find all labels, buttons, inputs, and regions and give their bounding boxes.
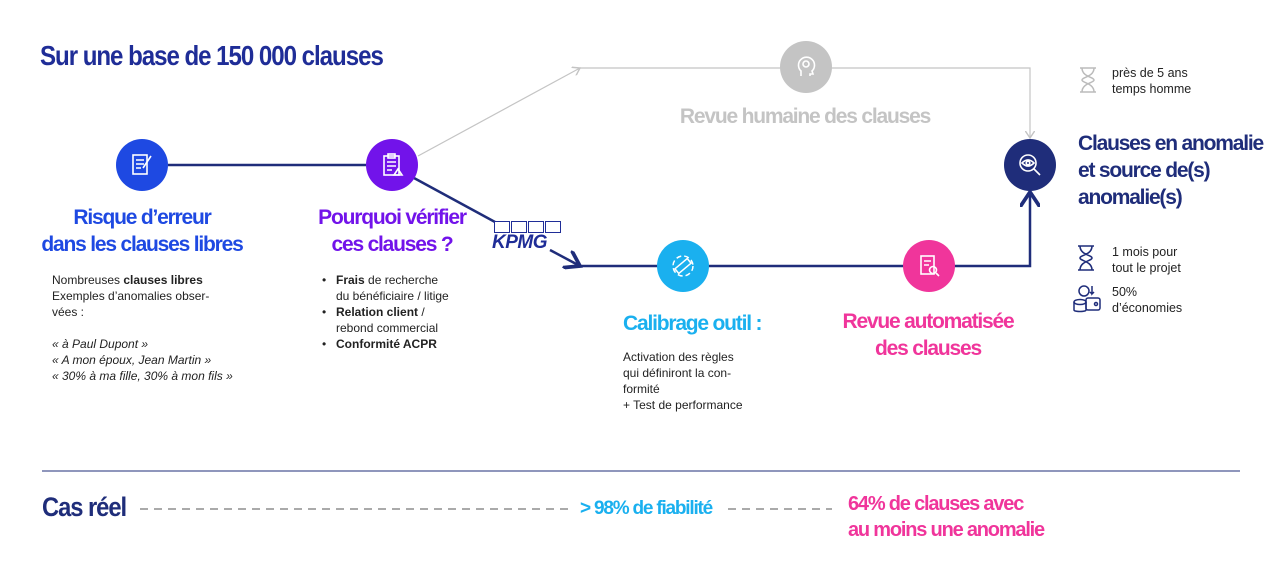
kpmg-logo: KPMG: [492, 232, 548, 253]
bullet-item: Relation client /rebond commercial: [322, 304, 449, 336]
human-review-label: Revue humaine des clauses: [679, 105, 931, 128]
connector-human: [580, 67, 1030, 138]
connector-main: [580, 192, 1030, 268]
bullet-item: Conformité ACPR: [322, 336, 449, 352]
ruler-target-icon: [657, 240, 709, 292]
quote: « 30% à ma fille, 30% à mon fils »: [52, 369, 233, 383]
head-lightbulb-icon: [780, 41, 832, 93]
quote: « A mon époux, Jean Martin »: [52, 353, 212, 367]
stat-savings: 50%d’économies: [1112, 285, 1183, 315]
hourglass-gray-icon: [1078, 66, 1098, 99]
money-savings-icon: [1072, 284, 1102, 319]
kpmg-logo-boxes: [494, 221, 561, 233]
step3-heading: Calibrage outil :: [623, 312, 762, 335]
quote: « à Paul Dupont »: [52, 337, 149, 351]
step1-description: Nombreuses clauses libres Exemples d’ano…: [52, 273, 233, 383]
hourglass-icon: [1076, 244, 1096, 277]
document-search-icon: [903, 240, 955, 292]
eye-magnifier-icon: [1004, 139, 1056, 191]
clipboard-warning-icon: [366, 139, 418, 191]
real-case-label: Cas réel: [42, 492, 127, 522]
document-pen-icon: [116, 139, 168, 191]
page-title: Sur une base de 150 000 clauses: [40, 40, 384, 71]
reliability-stat: > 98% de fiabilité: [580, 498, 713, 519]
